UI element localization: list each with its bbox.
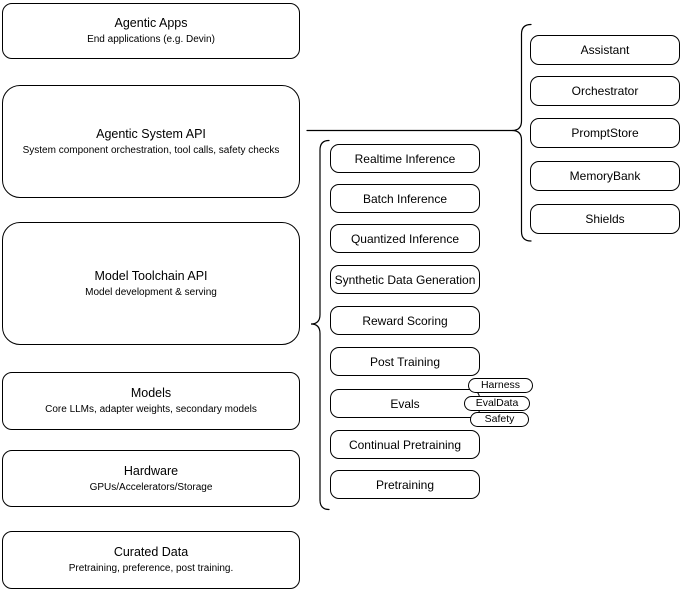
component-label: Assistant [580, 43, 630, 57]
component-label: Orchestrator [571, 84, 639, 98]
toolchain-item-pretraining: Pretraining [330, 470, 480, 499]
toolchain-item-batch-inference: Batch Inference [330, 184, 480, 213]
node-hardware: Hardware GPUs/Accelerators/Storage [2, 450, 300, 507]
node-agentic-system-api-subtitle: System component orchestration, tool cal… [22, 144, 280, 156]
component-memorybank: MemoryBank [530, 161, 680, 191]
component-label: PromptStore [571, 126, 639, 140]
eval-tag-safety: Safety [470, 412, 529, 427]
toolchain-item-quantized-inference: Quantized Inference [330, 224, 480, 253]
system-components-brace [511, 23, 532, 242]
node-models-title: Models [130, 386, 172, 400]
eval-tag-label: Harness [480, 379, 521, 392]
component-assistant: Assistant [530, 35, 680, 65]
node-hardware-subtitle: GPUs/Accelerators/Storage [89, 481, 213, 493]
toolchain-item-label: Synthetic Data Generation [334, 272, 476, 287]
node-curated-data: Curated Data Pretraining, preference, po… [2, 531, 300, 589]
toolchain-item-label: Realtime Inference [354, 151, 456, 166]
toolchain-item-label: Quantized Inference [350, 231, 460, 246]
toolchain-item-label: Pretraining [375, 477, 435, 492]
toolchain-item-synthetic-data-generation: Synthetic Data Generation [330, 265, 480, 294]
component-label: Shields [585, 212, 625, 226]
node-models: Models Core LLMs, adapter weights, secon… [2, 372, 300, 430]
component-promptstore: PromptStore [530, 118, 680, 148]
eval-tag-evaldata: EvalData [464, 396, 530, 411]
component-orchestrator: Orchestrator [530, 76, 680, 106]
toolchain-item-label: Continual Pretraining [348, 437, 462, 452]
toolchain-brace [310, 139, 330, 511]
node-agentic-system-api-title: Agentic System API [96, 126, 206, 141]
toolchain-item-label: Post Training [369, 354, 441, 369]
node-curated-data-title: Curated Data [113, 545, 189, 559]
node-model-toolchain-api-subtitle: Model development & serving [85, 286, 217, 298]
toolchain-item-label: Batch Inference [362, 191, 448, 206]
node-hardware-title: Hardware [123, 463, 179, 478]
node-agentic-system-api: Agentic System API System component orch… [2, 85, 300, 198]
node-agentic-apps: Agentic Apps End applications (e.g. Devi… [2, 3, 300, 59]
node-agentic-apps-subtitle: End applications (e.g. Devin) [87, 34, 215, 45]
node-agentic-apps-title: Agentic Apps [114, 16, 188, 30]
node-model-toolchain-api: Model Toolchain API Model development & … [2, 222, 300, 345]
node-models-subtitle: Core LLMs, adapter weights, secondary mo… [45, 404, 257, 415]
toolchain-item-label: Reward Scoring [362, 313, 448, 328]
toolchain-item-post-training: Post Training [330, 347, 480, 376]
toolchain-item-evals: Evals [330, 389, 480, 418]
node-curated-data-subtitle: Pretraining, preference, post training. [68, 563, 234, 574]
component-shields: Shields [530, 204, 680, 234]
toolchain-item-label: Evals [390, 396, 420, 411]
toolchain-item-reward-scoring: Reward Scoring [330, 306, 480, 335]
toolchain-item-continual-pretraining: Continual Pretraining [330, 430, 480, 459]
eval-tag-label: EvalData [475, 397, 519, 410]
eval-tag-harness: Harness [468, 378, 533, 393]
eval-tag-label: Safety [484, 413, 515, 426]
node-model-toolchain-api-title: Model Toolchain API [94, 268, 208, 283]
toolchain-item-realtime-inference: Realtime Inference [330, 144, 480, 173]
component-label: MemoryBank [569, 169, 641, 183]
